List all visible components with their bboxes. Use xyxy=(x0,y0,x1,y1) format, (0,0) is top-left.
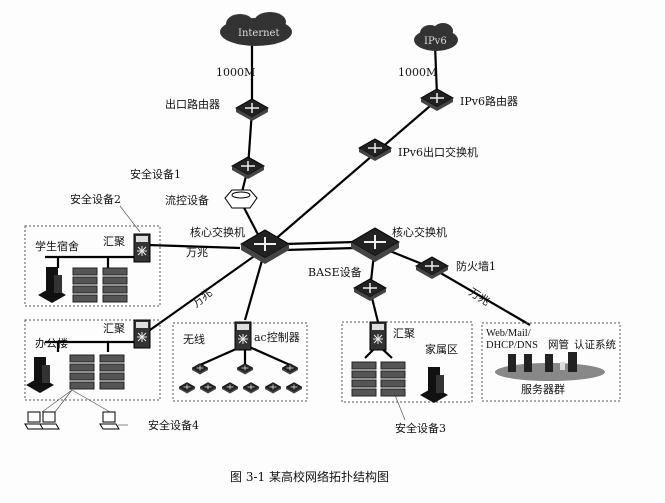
zone-family: 汇聚 家属区 xyxy=(341,321,473,403)
access-switch-stack-icon xyxy=(99,354,125,390)
link-label: 1000M xyxy=(398,66,437,79)
pc-icon xyxy=(99,411,120,430)
core-switch-label: 核心交换机 xyxy=(190,225,245,239)
link-label: 1000M xyxy=(216,66,255,79)
router-icon xyxy=(235,98,269,122)
link-10g-label: 万兆 xyxy=(466,286,492,309)
aggregation-switch-icon xyxy=(369,321,387,351)
security3-label: 安全设备3 xyxy=(395,421,446,435)
firewall-label: 防火墙1 xyxy=(456,259,496,273)
agg-label: 汇聚 xyxy=(103,322,125,335)
security-device-icon xyxy=(231,156,265,180)
figure-caption: 图 3-1 某高校网络拓扑结构图 xyxy=(230,469,389,484)
access-switch-stack-icon xyxy=(351,361,377,397)
link-10g-label: 万兆 xyxy=(186,246,208,259)
ac-controller-icon xyxy=(234,321,252,351)
server-icons xyxy=(508,352,577,372)
flow-control-icon xyxy=(224,189,258,209)
core-switch-label: 核心交换机 xyxy=(392,225,447,239)
internet-cloud: Internet xyxy=(220,12,292,46)
base-device-label: BASE设备 xyxy=(308,265,362,279)
base-device-icon xyxy=(353,278,387,302)
building-icon xyxy=(26,357,54,393)
zone-servers: Web/Mail/ DHCP/DNS 网管 认证系统 服务器群 xyxy=(481,322,621,402)
server-label-auth: 认证系统 xyxy=(574,338,616,351)
security1-label: 安全设备1 xyxy=(130,167,181,181)
zone-title: 家属区 xyxy=(425,342,458,356)
building-icon xyxy=(420,367,448,403)
access-switch-stack-icon xyxy=(380,361,406,397)
zone-title: 无线 xyxy=(183,332,205,346)
server-label-dhcp: DHCP/DNS xyxy=(486,340,538,351)
building-icon xyxy=(38,267,66,303)
server-group-label: 服务器群 xyxy=(521,382,565,396)
ac-controller-label: ac控制器 xyxy=(254,330,300,344)
zone-dorm: 学生宿舍 汇聚 xyxy=(24,225,161,307)
access-switch-stack-icon xyxy=(72,267,98,303)
exit-router-label: 出口路由器 xyxy=(165,97,220,111)
ipv6-label: IPv6 xyxy=(424,36,447,47)
ipv6-switch-label: IPv6出口交换机 xyxy=(398,145,478,159)
access-switch-stack-icon xyxy=(69,354,95,390)
ipv6-router-label: IPv6路由器 xyxy=(460,94,518,108)
core-switch-icon xyxy=(240,229,290,265)
pc-icon xyxy=(39,411,60,430)
flow-control-label: 流控设备 xyxy=(165,193,209,207)
internet-label: Internet xyxy=(238,28,279,39)
security2-label: 安全设备2 xyxy=(70,192,121,206)
agg-label: 汇聚 xyxy=(393,327,415,340)
router-icon xyxy=(420,88,454,112)
link-10g-label: 万兆 xyxy=(190,286,215,310)
security4-label: 安全设备4 xyxy=(148,418,199,432)
agg-label: 汇聚 xyxy=(103,235,125,248)
access-switch-stack-icon xyxy=(102,267,128,303)
server-label-web: Web/Mail/ xyxy=(486,328,531,339)
ipv6-cloud: IPv6 xyxy=(414,23,458,51)
zone-title: 办公楼 xyxy=(35,336,68,350)
aggregation-switch-icon xyxy=(133,319,151,349)
zone-office: 办公楼 汇聚 xyxy=(24,319,161,401)
server-label-netmgmt: 网管 xyxy=(548,338,569,351)
aggregation-switch-icon xyxy=(133,233,151,263)
zone-title: 学生宿舍 xyxy=(35,239,79,253)
zone-wireless: 无线 ac控制器 xyxy=(172,321,308,402)
